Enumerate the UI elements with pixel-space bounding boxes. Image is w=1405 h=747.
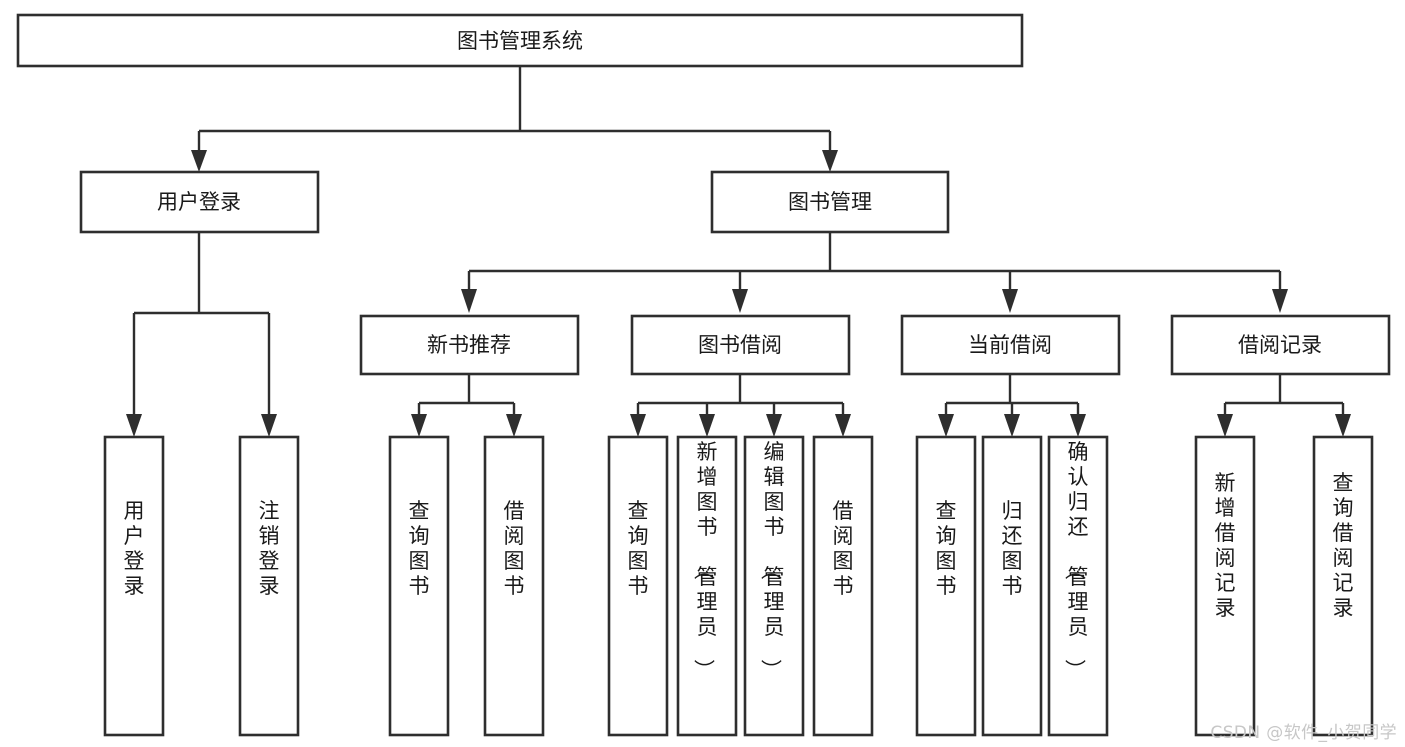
arrow-head-leaf-query-book-2 <box>630 414 646 437</box>
connector-layer <box>126 66 1351 437</box>
node-label-leaf-return-book: 归还图书 <box>1002 499 1023 598</box>
node-box-leaf-query-book-1[interactable] <box>388 435 450 737</box>
node-label-user-login: 用户登录 <box>157 190 241 214</box>
node-label-leaf-query-book-1: 查询图书 <box>409 499 430 598</box>
node-leaf-query-book-1[interactable]: 查询图书 <box>388 435 450 737</box>
node-box-leaf-return-book[interactable] <box>981 435 1043 737</box>
node-box-leaf-add-record[interactable] <box>1194 435 1256 737</box>
node-label-leaf-query-book-3: 查询图书 <box>936 499 957 598</box>
arrow-head-current-borrow <box>1002 289 1018 313</box>
node-box-leaf-confirm-return[interactable] <box>1047 435 1109 737</box>
node-box-leaf-borrow-book-1[interactable] <box>483 435 545 737</box>
node-label-borrow-record: 借阅记录 <box>1238 333 1322 357</box>
arrow-head-leaf-return-book <box>1004 414 1020 437</box>
node-book-manage[interactable]: 图书管理 <box>710 170 950 234</box>
arrow-head-leaf-confirm-return <box>1070 414 1086 437</box>
node-label-leaf-edit-book: 编辑图书（管理员） <box>759 440 785 680</box>
arrow-head-book-borrow <box>732 289 748 313</box>
node-box-leaf-user-login[interactable] <box>103 435 165 737</box>
node-label-new-book-recommend: 新书推荐 <box>427 333 511 357</box>
node-leaf-query-record[interactable]: 查询借阅记录 <box>1312 435 1374 737</box>
node-root-book-management-system[interactable]: 图书管理系统 <box>16 13 1024 68</box>
node-leaf-user-logout[interactable]: 注销登录 <box>238 435 300 737</box>
node-box-root[interactable] <box>16 13 1024 68</box>
node-label-root: 图书管理系统 <box>457 29 583 53</box>
node-current-borrow[interactable]: 当前借阅 <box>900 314 1121 376</box>
node-box-current-borrow[interactable] <box>900 314 1121 376</box>
node-new-book-recommend[interactable]: 新书推荐 <box>359 314 580 376</box>
node-box-leaf-borrow-book-2[interactable] <box>812 435 874 737</box>
node-box-leaf-query-book-2[interactable] <box>607 435 669 737</box>
node-label-leaf-add-record: 新增借阅记录 <box>1215 471 1236 620</box>
node-leaf-borrow-book-2[interactable]: 借阅图书 <box>812 435 874 737</box>
arrow-head-leaf-query-book-3 <box>938 414 954 437</box>
node-box-leaf-query-record[interactable] <box>1312 435 1374 737</box>
node-box-borrow-record[interactable] <box>1170 314 1391 376</box>
node-leaf-return-book[interactable]: 归还图书 <box>981 435 1043 737</box>
node-borrow-record[interactable]: 借阅记录 <box>1170 314 1391 376</box>
node-book-borrow[interactable]: 图书借阅 <box>630 314 851 376</box>
node-leaf-confirm-return[interactable]: 确认归还（管理员） <box>1047 435 1109 737</box>
arrow-head-leaf-borrow-book-1 <box>506 414 522 437</box>
node-label-leaf-query-book-2: 查询图书 <box>628 499 649 598</box>
arrow-head-user-login <box>191 150 207 172</box>
node-leaf-edit-book[interactable]: 编辑图书（管理员） <box>743 435 805 737</box>
node-label-leaf-confirm-return: 确认归还（管理员） <box>1063 440 1089 680</box>
node-leaf-user-login[interactable]: 用户登录 <box>103 435 165 737</box>
node-leaf-add-book[interactable]: 新增图书（管理员） <box>676 435 738 737</box>
node-label-leaf-user-login: 用户登录 <box>124 499 145 598</box>
arrow-head-borrow-record <box>1272 289 1288 313</box>
arrow-head-leaf-edit-book <box>766 414 782 437</box>
node-label-current-borrow: 当前借阅 <box>968 333 1052 357</box>
node-box-user-login[interactable] <box>79 170 320 234</box>
node-label-leaf-query-record: 查询借阅记录 <box>1333 471 1354 620</box>
arrow-head-new-book-recommend <box>461 289 477 313</box>
node-user-login[interactable]: 用户登录 <box>79 170 320 234</box>
arrow-head-leaf-query-record <box>1335 414 1351 437</box>
node-box-new-book-recommend[interactable] <box>359 314 580 376</box>
node-leaf-add-record[interactable]: 新增借阅记录 <box>1194 435 1256 737</box>
node-label-leaf-add-book: 新增图书（管理员） <box>692 440 718 680</box>
arrow-head-leaf-user-logout <box>261 414 277 437</box>
node-box-leaf-add-book[interactable] <box>676 435 738 737</box>
node-box-leaf-user-logout[interactable] <box>238 435 300 737</box>
node-leaf-query-book-3[interactable]: 查询图书 <box>915 435 977 737</box>
node-box-leaf-edit-book[interactable] <box>743 435 805 737</box>
node-label-leaf-borrow-book-1: 借阅图书 <box>504 499 525 598</box>
node-label-book-borrow: 图书借阅 <box>698 333 782 357</box>
arrow-head-leaf-borrow-book-2 <box>835 414 851 437</box>
arrow-head-leaf-user-login <box>126 414 142 437</box>
arrow-head-leaf-add-book <box>699 414 715 437</box>
node-leaf-borrow-book-1[interactable]: 借阅图书 <box>483 435 545 737</box>
node-label-leaf-user-logout: 注销登录 <box>259 499 280 598</box>
arrow-head-leaf-add-record <box>1217 414 1233 437</box>
node-box-book-manage[interactable] <box>710 170 950 234</box>
node-box-leaf-query-book-3[interactable] <box>915 435 977 737</box>
node-label-leaf-borrow-book-2: 借阅图书 <box>833 499 854 598</box>
arrow-head-leaf-query-book-1 <box>411 414 427 437</box>
node-label-book-manage: 图书管理 <box>788 190 872 214</box>
arrow-head-book-manage <box>822 150 838 172</box>
csdn-watermark: CSDN @软件_小贺同学 <box>1210 723 1397 743</box>
node-box-book-borrow[interactable] <box>630 314 851 376</box>
node-leaf-query-book-2[interactable]: 查询图书 <box>607 435 669 737</box>
